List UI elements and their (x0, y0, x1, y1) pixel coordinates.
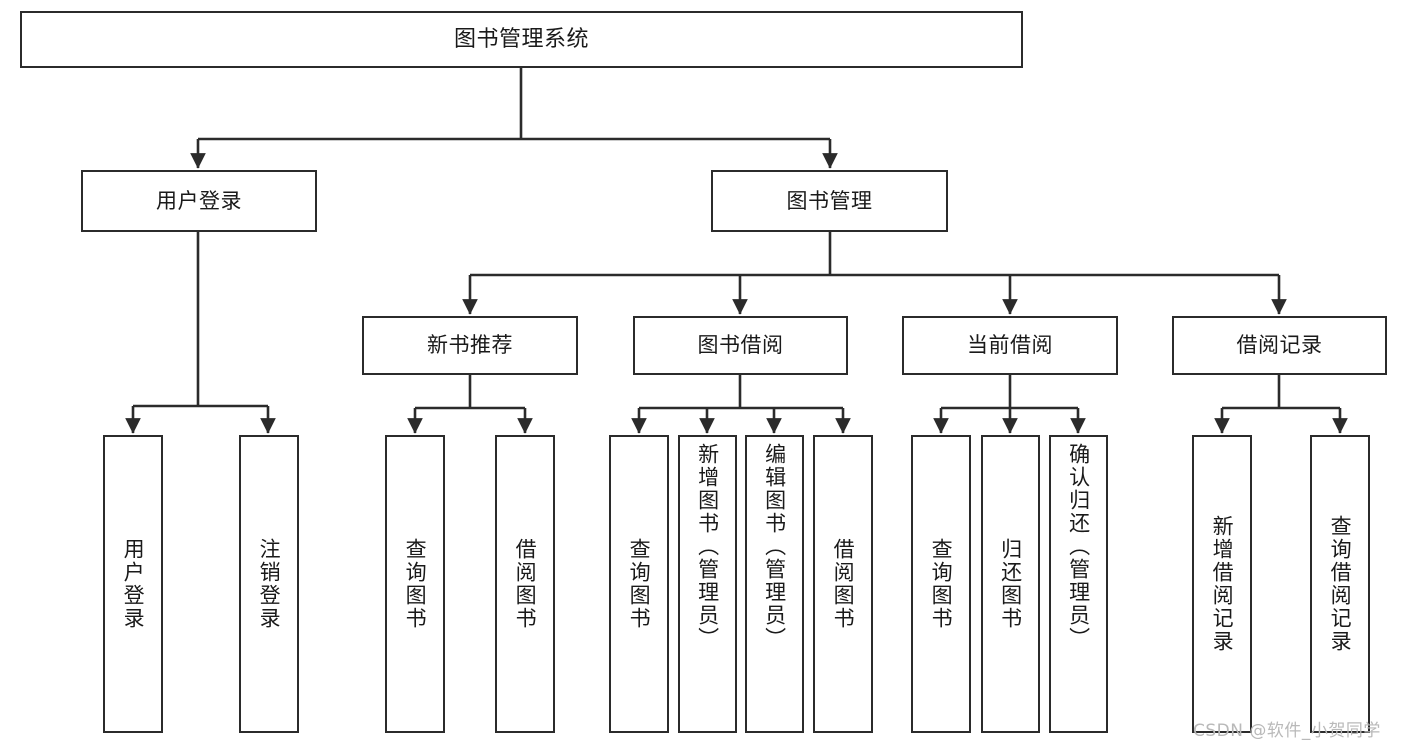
csdn-watermark: CSDN @软件_小贺同学 (1193, 721, 1381, 741)
node-book-borrow[interactable]: 图书借阅 (633, 316, 848, 375)
leaf-borrow-book-borrow[interactable]: 借阅图书 (813, 435, 873, 733)
node-label: 借阅图书 (513, 538, 538, 630)
leaf-borrow-book-recommend[interactable]: 借阅图书 (495, 435, 555, 733)
node-label: 确认归还（管理员） (1066, 443, 1091, 650)
node-label: 查询图书 (627, 538, 652, 630)
leaf-user-login[interactable]: 用户登录 (103, 435, 163, 733)
node-label: 用户登录 (156, 188, 242, 213)
leaf-add-book-admin[interactable]: 新增图书（管理员） (678, 435, 737, 733)
node-label: 图书借阅 (697, 333, 784, 358)
leaf-logout[interactable]: 注销登录 (239, 435, 299, 733)
node-label: 新书推荐 (427, 333, 513, 358)
node-label: 查询图书 (929, 538, 954, 630)
node-book-manage[interactable]: 图书管理 (711, 170, 948, 232)
node-label: 借阅记录 (1236, 333, 1323, 358)
leaf-query-borrow-record[interactable]: 查询借阅记录 (1310, 435, 1370, 733)
leaf-edit-book-admin[interactable]: 编辑图书（管理员） (745, 435, 804, 733)
leaf-query-book-recommend[interactable]: 查询图书 (385, 435, 445, 733)
node-new-book-recommend[interactable]: 新书推荐 (362, 316, 578, 375)
node-user-login[interactable]: 用户登录 (81, 170, 317, 232)
node-root-system[interactable]: 图书管理系统 (20, 11, 1023, 68)
node-label: 新增图书（管理员） (695, 443, 720, 650)
leaf-query-book-borrow[interactable]: 查询图书 (609, 435, 669, 733)
node-label: 编辑图书（管理员） (762, 443, 787, 650)
node-current-borrow[interactable]: 当前借阅 (902, 316, 1118, 375)
node-label: 图书管理系统 (453, 26, 589, 52)
node-label: 图书管理 (786, 188, 873, 213)
leaf-return-book[interactable]: 归还图书 (981, 435, 1040, 733)
leaf-query-book-current[interactable]: 查询图书 (911, 435, 971, 733)
node-label: 注销登录 (257, 538, 282, 630)
node-label: 新增借阅记录 (1210, 515, 1235, 653)
node-label: 查询借阅记录 (1328, 515, 1353, 653)
node-label: 归还图书 (998, 538, 1023, 630)
node-borrow-record[interactable]: 借阅记录 (1172, 316, 1387, 375)
node-label: 借阅图书 (831, 538, 856, 630)
node-label: 当前借阅 (967, 333, 1053, 358)
node-label: 用户登录 (121, 538, 146, 630)
leaf-confirm-return-admin[interactable]: 确认归还（管理员） (1049, 435, 1108, 733)
leaf-add-borrow-record[interactable]: 新增借阅记录 (1192, 435, 1252, 733)
node-label: 查询图书 (403, 538, 428, 630)
